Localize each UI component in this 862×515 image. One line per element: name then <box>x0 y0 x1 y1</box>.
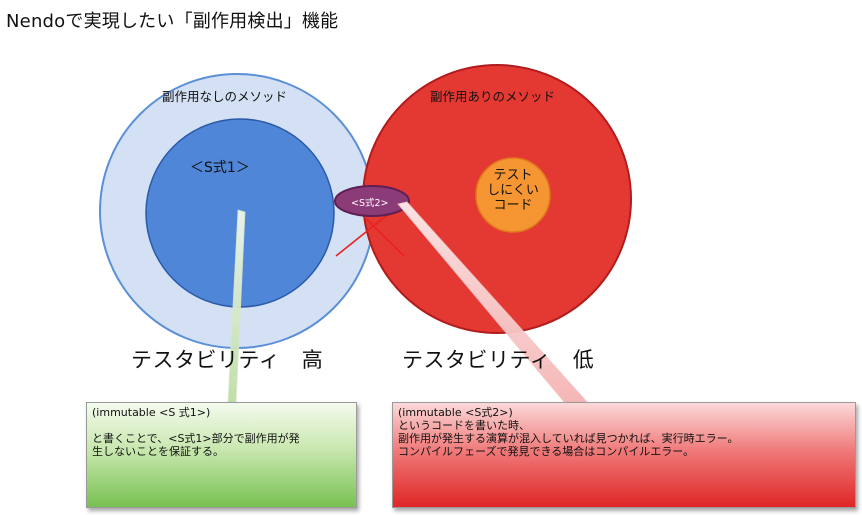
s-expr-2-label: <S式2> <box>351 198 389 209</box>
cross-mark-line-1 <box>335 207 397 257</box>
immutable-s-expr-2-note: (immutable <S式2>) というコードを書いた時、 副作用が発生する演… <box>392 402 856 508</box>
note-right-line3: コンパイルフェーズで発見できる場合はコンパイルエラー。 <box>398 445 695 458</box>
testability-high-label: テスタビリティ 高 <box>131 348 324 372</box>
side-effect-label: 副作用ありのメソッド <box>430 89 556 104</box>
side-effect-free-label: 副作用なしのメソッド <box>162 89 288 104</box>
note-right-code: (immutable <S式2>) <box>398 406 513 419</box>
testability-low-label: テスタビリティ 低 <box>402 348 595 372</box>
page-title: Nendoで実現したい「副作用検出」機能 <box>6 11 339 32</box>
note-right-line2: 副作用が発生する演算が混入していれば見つかれば、実行時エラー。 <box>398 432 739 445</box>
note-right-line1: というコードを書いた時、 <box>398 419 530 432</box>
immutable-s-expr-1-note: (immutable <S 式1>) と書くことで、<S式1>部分で副作用が発 … <box>86 402 357 508</box>
s-expr-2-ellipse <box>334 185 410 217</box>
hard-to-test-circle <box>475 157 551 233</box>
s-expr-1-label: ＜S式1＞ <box>190 160 250 176</box>
note-left-text: と書くことで、<S式1>部分で副作用が発 生しないことを保証する。 <box>92 432 300 458</box>
note-left-code: (immutable <S 式1>) <box>92 406 211 419</box>
hard-to-test-label: テスト しにくい コード <box>487 168 539 213</box>
